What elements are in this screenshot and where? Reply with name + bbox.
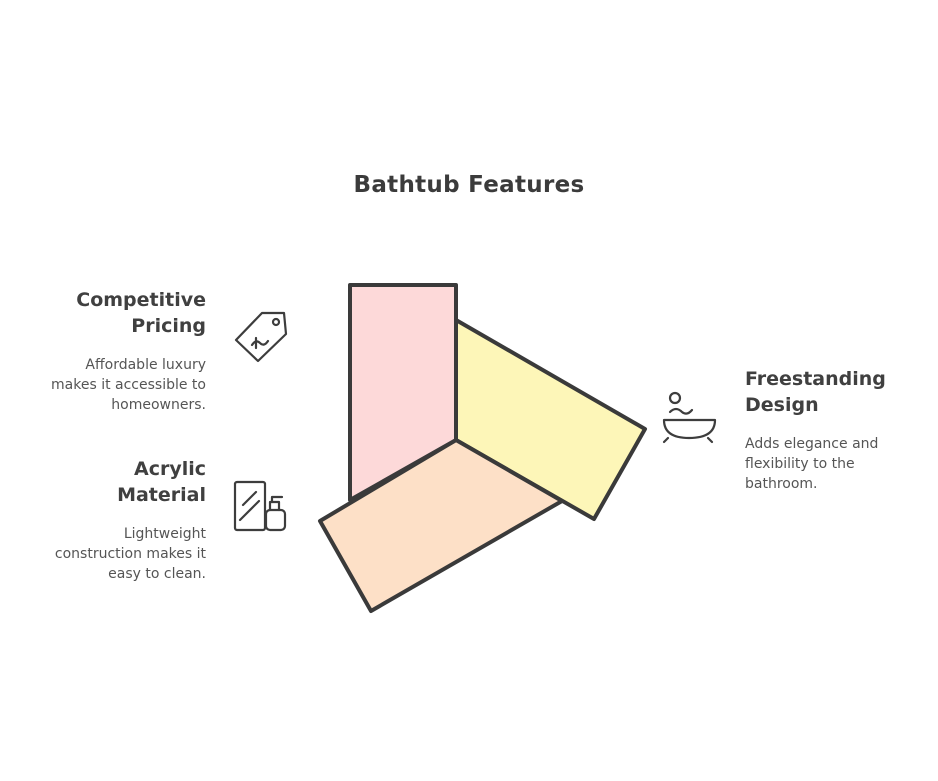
cleaning-spray-icon: [233, 480, 287, 532]
pricing-panel: [348, 283, 458, 502]
pricing-description: Affordable luxury makes it accessible to…: [51, 357, 206, 413]
freestanding-block: Freestanding Design Adds elegance and fl…: [745, 366, 925, 494]
diagram-title: Bathtub Features: [353, 172, 585, 198]
acrylic-block: Acrylic Material Lightweight constructio…: [0, 456, 206, 584]
pricing-heading: Competitive Pricing: [76, 289, 206, 337]
freestanding-heading: Freestanding Design: [745, 368, 886, 416]
freestanding-description: Adds elegance and flexibility to the bat…: [745, 436, 879, 492]
acrylic-heading: Acrylic Material: [117, 458, 206, 506]
acrylic-description: Lightweight construction makes it easy t…: [54, 526, 206, 582]
bathtub-icon: [662, 391, 717, 444]
pricing-block: Competitive Pricing Affordable luxury ma…: [0, 287, 206, 415]
price-tag-icon: [234, 311, 288, 363]
acrylic-panel: [318, 438, 564, 613]
